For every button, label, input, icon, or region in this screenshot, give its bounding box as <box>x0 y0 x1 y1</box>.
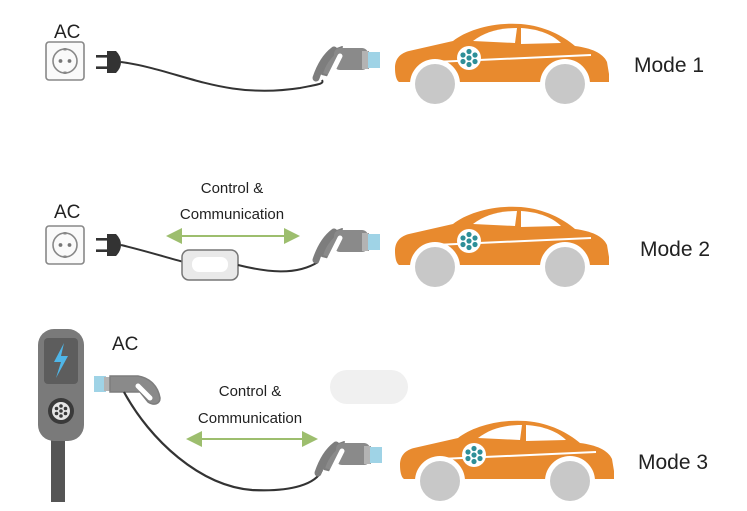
electric-car-icon <box>394 205 610 293</box>
mode-2-row: AC Control & Communication Mode 2 <box>45 180 710 293</box>
charging-cable <box>120 61 324 92</box>
mode-3-comm-label-line2: Communication <box>198 410 302 427</box>
mode-3-label: Mode 3 <box>638 451 708 474</box>
station-connector-icon <box>94 375 161 405</box>
charging-cable <box>237 261 319 273</box>
vehicle-connector-icon <box>316 229 380 262</box>
electric-car-icon <box>399 419 615 507</box>
mode-2-comm-label-line1: Control & <box>201 180 264 197</box>
in-cable-control-box-icon <box>181 249 239 281</box>
charging-cable <box>123 391 324 492</box>
mode-1-row: AC Mode 1 <box>45 22 704 111</box>
wall-socket-icon <box>45 41 85 81</box>
mode-2-source-label: AC <box>54 202 80 223</box>
mode-3-comm-label-line1: Control & <box>219 383 282 400</box>
plug-icon <box>96 234 121 256</box>
wall-socket-icon <box>45 225 85 265</box>
charging-station-icon <box>38 329 84 502</box>
mode-3-source-label: AC <box>112 334 138 355</box>
charging-cable <box>120 244 185 263</box>
mode-1-source-label: AC <box>54 22 80 43</box>
vehicle-connector-icon <box>318 442 382 475</box>
mode-2-comm-label-line2: Communication <box>180 206 284 223</box>
vehicle-connector-icon <box>316 47 380 80</box>
plug-icon <box>96 51 121 73</box>
mode-3-row: AC Control & Communication Mode 3 <box>38 329 708 507</box>
mode-1-label: Mode 1 <box>634 54 704 77</box>
mode-2-label: Mode 2 <box>640 238 710 261</box>
blank-placeholder-shape <box>330 370 408 404</box>
electric-car-icon <box>394 22 610 111</box>
